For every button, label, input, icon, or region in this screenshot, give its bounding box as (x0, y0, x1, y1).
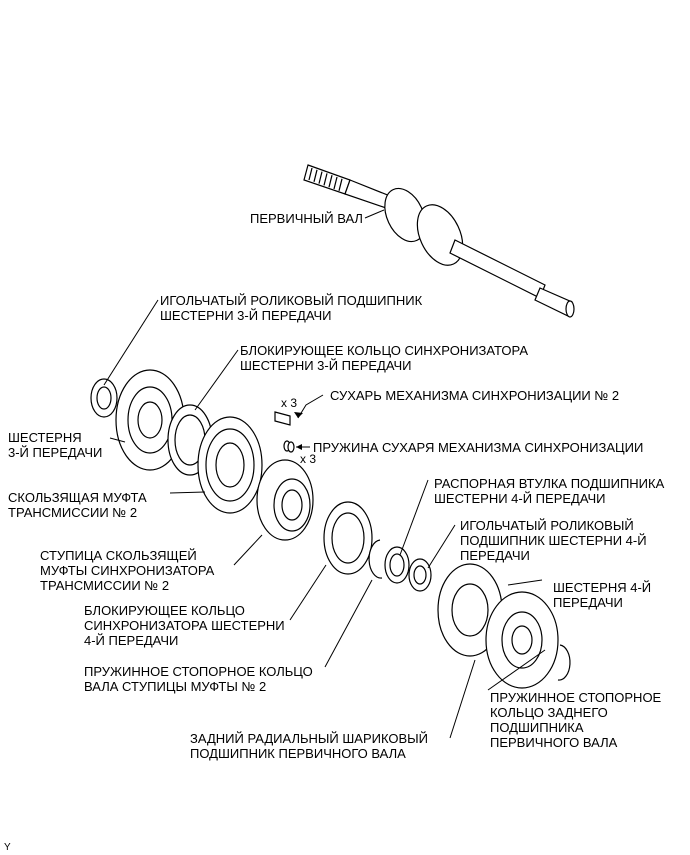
corner-mark: Y (4, 842, 11, 853)
needle-bearing-4-drawing (408, 558, 432, 592)
shifting-key-drawing (274, 411, 291, 426)
sync-ring-4-drawing (323, 501, 373, 575)
gear-3-drawing (115, 369, 185, 471)
shaft-spline-line (338, 178, 343, 191)
label-shifting-key: СУХАРЬ МЕХАНИЗМА СИНХРОНИЗАЦИИ № 2 (330, 388, 620, 403)
sync-ring-3-drawing (167, 404, 213, 476)
leader-lines (103, 209, 546, 739)
shaft-spline-line (313, 169, 318, 182)
hub-2-drawing (256, 459, 314, 541)
shaft-spline-line (318, 171, 323, 184)
needle-bearing-3-drawing (90, 378, 118, 418)
shaft-spline-line (333, 176, 338, 190)
shifting-key-quantity: x 3 (281, 396, 298, 410)
key-spring-drawing (283, 440, 295, 453)
sleeve-2-drawing (197, 416, 263, 514)
snap-ring-hub-drawing (368, 539, 383, 579)
snap-ring-rear-drawing (557, 644, 571, 681)
shaft-spline-line (328, 175, 333, 188)
shaft-spline-line (323, 173, 328, 186)
input-shaft-drawing (303, 164, 575, 318)
key-spring-quantity: x 3 (300, 452, 317, 466)
rear-bearing-drawing (485, 591, 559, 689)
arrow-heads (294, 412, 303, 450)
label-input-shaft: ПЕРВИЧНЫЙ ВАЛ (250, 211, 363, 226)
spacer-4-drawing (384, 546, 410, 584)
shaft-spline-line (308, 167, 313, 181)
label-key-spring: ПРУЖИНА СУХАРЯ МЕХАНИЗМА СИНХРОНИЗАЦИИ (313, 440, 644, 455)
